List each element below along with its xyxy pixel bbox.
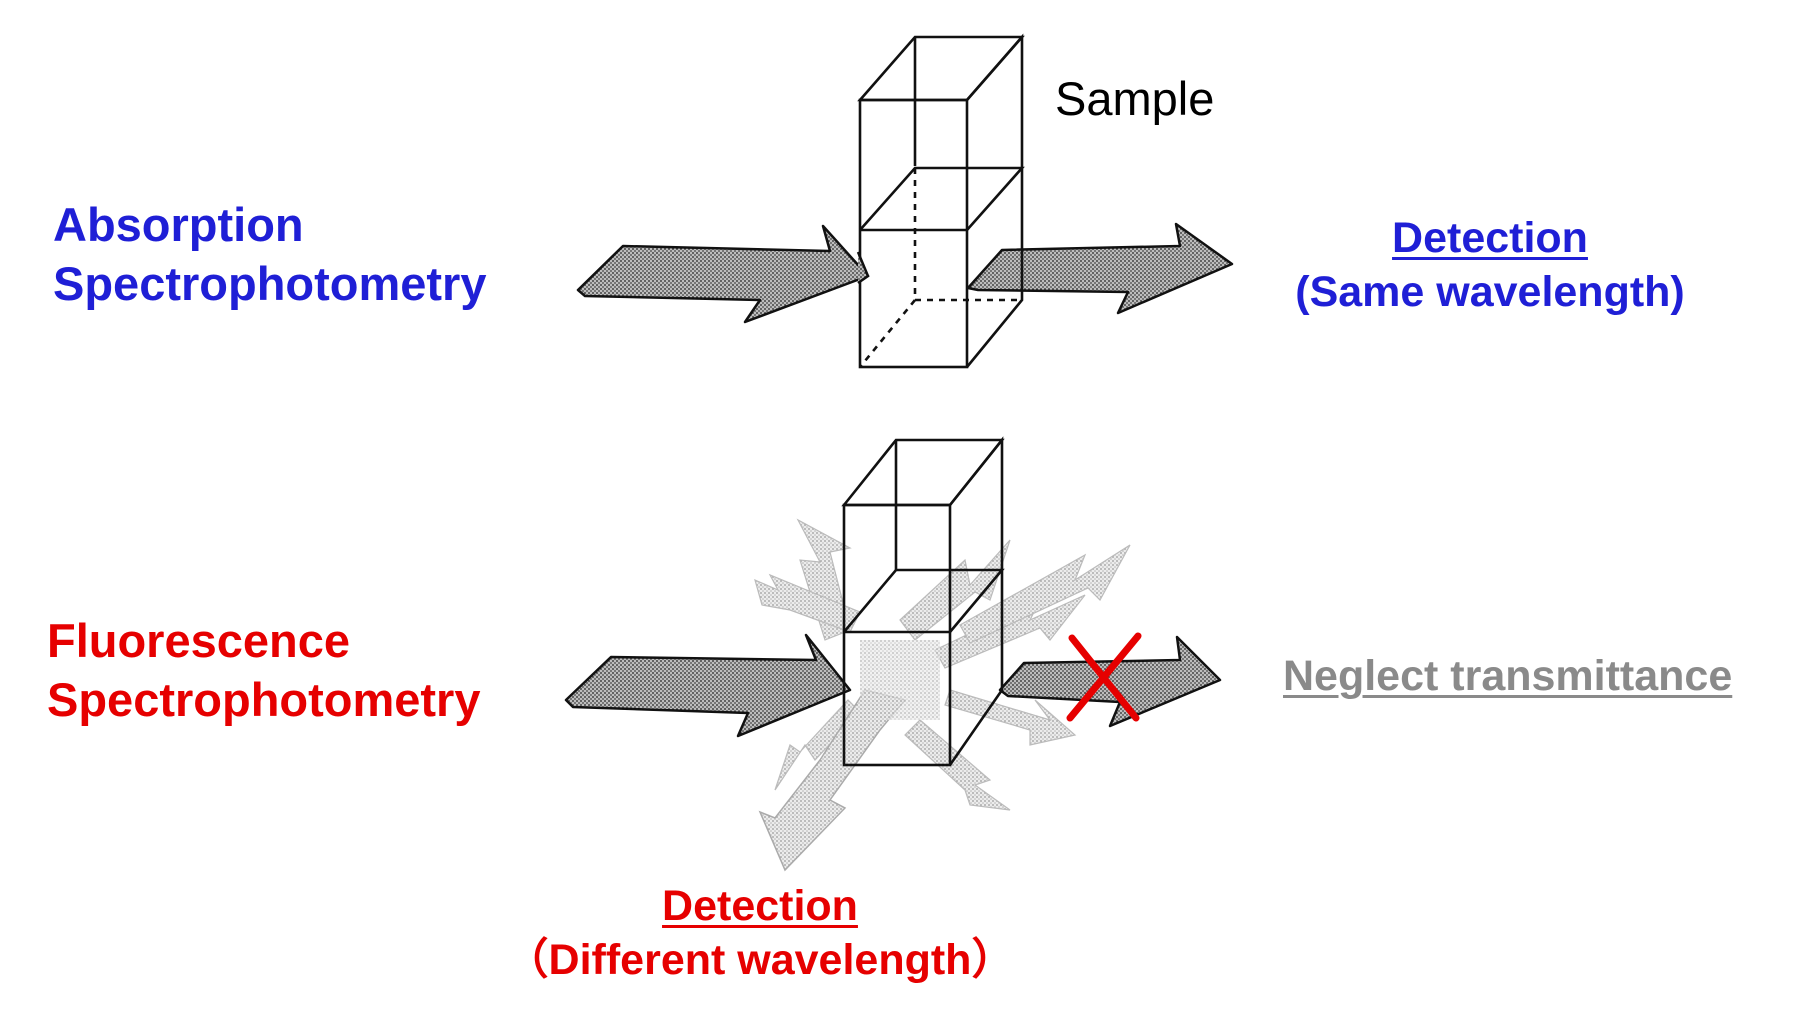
absorption-detection: Detection (Same wavelength) xyxy=(1280,212,1700,320)
absorption-detection-heading: Detection xyxy=(1392,214,1588,262)
fluorescence-detection: Detection （Different wavelength） xyxy=(480,880,1040,988)
fluorescence-title-line1: Fluorescence xyxy=(47,614,351,667)
cross-mark-icon xyxy=(1066,632,1142,722)
absorption-title-line1: Absorption xyxy=(53,198,304,251)
fluorescence-setup xyxy=(564,436,1222,872)
absorption-incident-arrow xyxy=(576,224,870,324)
cuvette-icon xyxy=(841,436,1005,767)
absorption-setup xyxy=(576,33,1234,369)
absorption-transmitted-arrow xyxy=(966,222,1234,315)
absorption-title: Absorption Spectrophotometry xyxy=(53,196,487,314)
fluorescence-detection-heading: Detection xyxy=(662,882,858,930)
cuvette-icon xyxy=(857,33,1025,369)
neglect-transmittance-label: Neglect transmittance xyxy=(1283,652,1733,700)
sample-label: Sample xyxy=(1055,72,1215,125)
fluorescence-title: Fluorescence Spectrophotometry xyxy=(47,612,481,730)
fluorescence-incident-arrow xyxy=(564,633,852,738)
absorption-detection-note: (Same wavelength) xyxy=(1295,267,1685,316)
absorption-title-line2: Spectrophotometry xyxy=(53,256,487,310)
fluorescence-title-line2: Spectrophotometry xyxy=(47,672,481,726)
fluorescence-detection-note: （Different wavelength） xyxy=(505,935,1015,984)
